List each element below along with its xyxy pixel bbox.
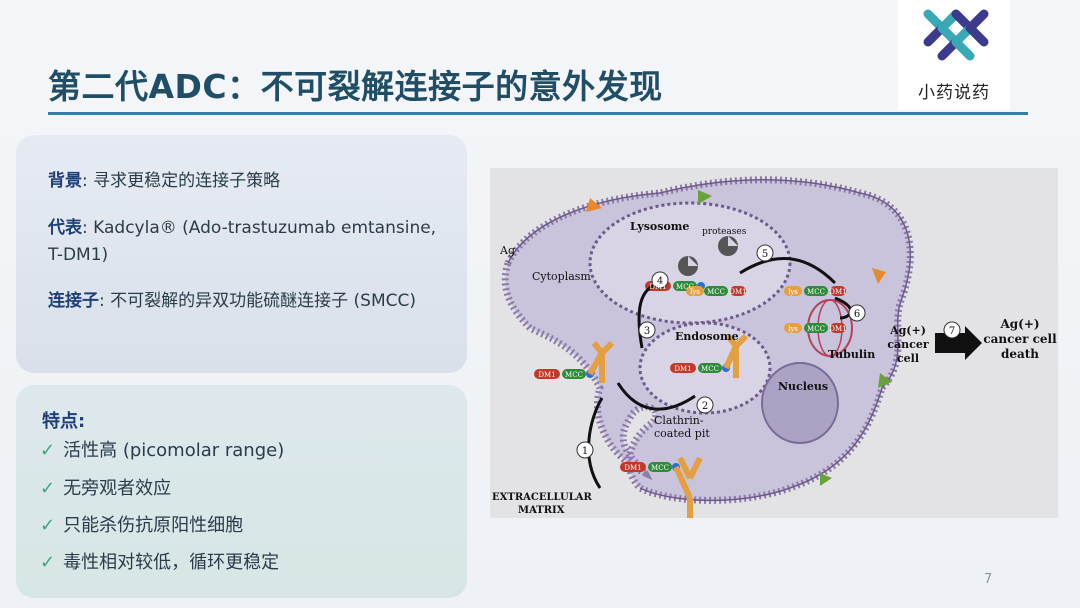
features-panel bbox=[16, 385, 467, 598]
label-mcc: MCC bbox=[676, 283, 694, 291]
label-ag-cancer-1: Ag(+) bbox=[889, 324, 926, 337]
check-icon: ✓ bbox=[40, 515, 56, 536]
label-proteases: proteases bbox=[702, 227, 747, 237]
logo-mark-icon bbox=[923, 9, 989, 61]
logo-text: 小药说药 bbox=[918, 83, 990, 103]
antigen-marker bbox=[878, 373, 892, 388]
linker-paragraph: 连接子: 不可裂解的异双功能硫醚连接子 (SMCC) bbox=[48, 288, 448, 315]
pathway-arrow bbox=[587, 397, 604, 489]
label-clathrin-2: coated pit bbox=[654, 427, 710, 440]
antigen-marker bbox=[820, 473, 832, 486]
label-death-2: cancer cell bbox=[983, 332, 1057, 346]
background-paragraph: 背景: 寻求更稳定的连接子策略 bbox=[48, 168, 448, 195]
label-dm1: DM1 bbox=[624, 464, 641, 472]
label-lysosome: Lysosome bbox=[630, 220, 689, 233]
linker-label: 连接子 bbox=[48, 291, 99, 311]
label-dm1: DM1 bbox=[729, 288, 746, 296]
label-cytoplasm: Cytoplasm bbox=[532, 270, 591, 283]
step-markers bbox=[576, 244, 961, 459]
representative-paragraph: 代表: Kadcyla® (Ado-trastuzumab emtansine,… bbox=[48, 215, 448, 269]
label-mcc: MCC bbox=[565, 371, 583, 379]
feature-text: 活性高 (picomolar range) bbox=[63, 440, 285, 461]
page-number: 7 bbox=[984, 572, 993, 587]
brand-logo: 小药说药 bbox=[898, 0, 1010, 110]
check-icon: ✓ bbox=[40, 478, 56, 499]
label-ag: Ag bbox=[499, 244, 515, 257]
label-dm1: DM1 bbox=[829, 325, 846, 333]
representative-text: : Kadcyla® (Ado-trastuzumab emtansine, T… bbox=[48, 218, 437, 265]
features-title: 特点: bbox=[42, 411, 86, 432]
feature-text: 只能杀伤抗原阳性细胞 bbox=[63, 515, 244, 536]
label-dm1: DM1 bbox=[538, 371, 555, 379]
slide-title: 第二代ADC：不可裂解连接子的意外发现 bbox=[48, 67, 663, 106]
label-lys: lys bbox=[788, 325, 798, 333]
label-ag-cancer-2: cancer bbox=[887, 338, 929, 351]
label-mcc: MCC bbox=[807, 325, 825, 333]
pathway-arrow bbox=[616, 382, 696, 411]
lys-drug-complex bbox=[784, 286, 846, 296]
antigen-marker bbox=[586, 198, 602, 212]
label-extracellular-2: MATRIX bbox=[518, 505, 565, 516]
label-dm1: DM1 bbox=[674, 365, 691, 373]
label-dm1: DM1 bbox=[829, 288, 846, 296]
antigen-marker bbox=[872, 268, 886, 284]
representative-label: 代表 bbox=[48, 218, 82, 238]
adc-mechanism-diagram: 1 2 3 4 5 6 7 Ag Cytoplasm Lysosome prot… bbox=[492, 176, 1057, 518]
label-nucleus: Nucleus bbox=[778, 380, 828, 393]
check-icon: ✓ bbox=[40, 552, 56, 573]
step-6-label: 6 bbox=[854, 309, 860, 320]
linker-text: : 不可裂解的异双功能硫醚连接子 (SMCC) bbox=[99, 291, 416, 311]
adc-molecule bbox=[670, 333, 749, 378]
feature-item: ✓ 只能杀伤抗原阳性细胞 bbox=[40, 511, 243, 537]
label-death-1: Ag(+) bbox=[999, 317, 1039, 331]
feature-text: 毒性相对较低，循环更稳定 bbox=[63, 552, 280, 573]
step-2-label: 2 bbox=[702, 401, 708, 412]
label-death-3: death bbox=[1001, 347, 1039, 361]
step-3-label: 3 bbox=[644, 326, 650, 337]
step-4-label: 4 bbox=[657, 276, 663, 287]
step-1-label: 1 bbox=[582, 446, 588, 457]
label-mcc: MCC bbox=[707, 288, 725, 296]
label-mcc: MCC bbox=[807, 288, 825, 296]
label-ag-cancer-3: cell bbox=[897, 352, 919, 365]
feature-item: ✓ 无旁观者效应 bbox=[40, 474, 171, 500]
background-label: 背景 bbox=[48, 171, 82, 191]
label-dm1: DM1 bbox=[649, 283, 666, 291]
label-mcc: MCC bbox=[651, 464, 669, 472]
adc-molecule bbox=[620, 456, 703, 518]
step-5-label: 5 bbox=[762, 249, 768, 260]
info-panel bbox=[16, 135, 467, 373]
title-underline bbox=[48, 112, 1028, 115]
lys-drug-complex bbox=[784, 323, 846, 333]
label-lys: lys bbox=[690, 288, 700, 296]
label-clathrin-1: Clathrin- bbox=[654, 414, 704, 427]
label-mcc: MCC bbox=[701, 365, 719, 373]
feature-item: ✓ 毒性相对较低，循环更稳定 bbox=[40, 548, 279, 574]
feature-item: ✓ 活性高 (picomolar range) bbox=[40, 436, 284, 462]
label-lys: lys bbox=[788, 288, 798, 296]
adc-molecule bbox=[534, 340, 615, 383]
feature-text: 无旁观者效应 bbox=[63, 478, 172, 499]
adc-mechanism-figure: 1 2 3 4 5 6 7 Ag Cytoplasm Lysosome prot… bbox=[490, 168, 1058, 518]
check-icon: ✓ bbox=[40, 440, 56, 461]
label-extracellular-1: EXTRACELLULAR bbox=[492, 492, 592, 503]
label-endosome: Endosome bbox=[675, 330, 739, 343]
pathway-arrow bbox=[739, 257, 837, 285]
nucleus bbox=[761, 362, 839, 444]
antigen-marker bbox=[698, 190, 712, 204]
step-7-label: 7 bbox=[949, 326, 955, 337]
label-tubulin: Tubulin bbox=[828, 348, 875, 361]
background-text: : 寻求更稳定的连接子策略 bbox=[82, 171, 281, 191]
lys-drug-complex bbox=[686, 286, 746, 296]
